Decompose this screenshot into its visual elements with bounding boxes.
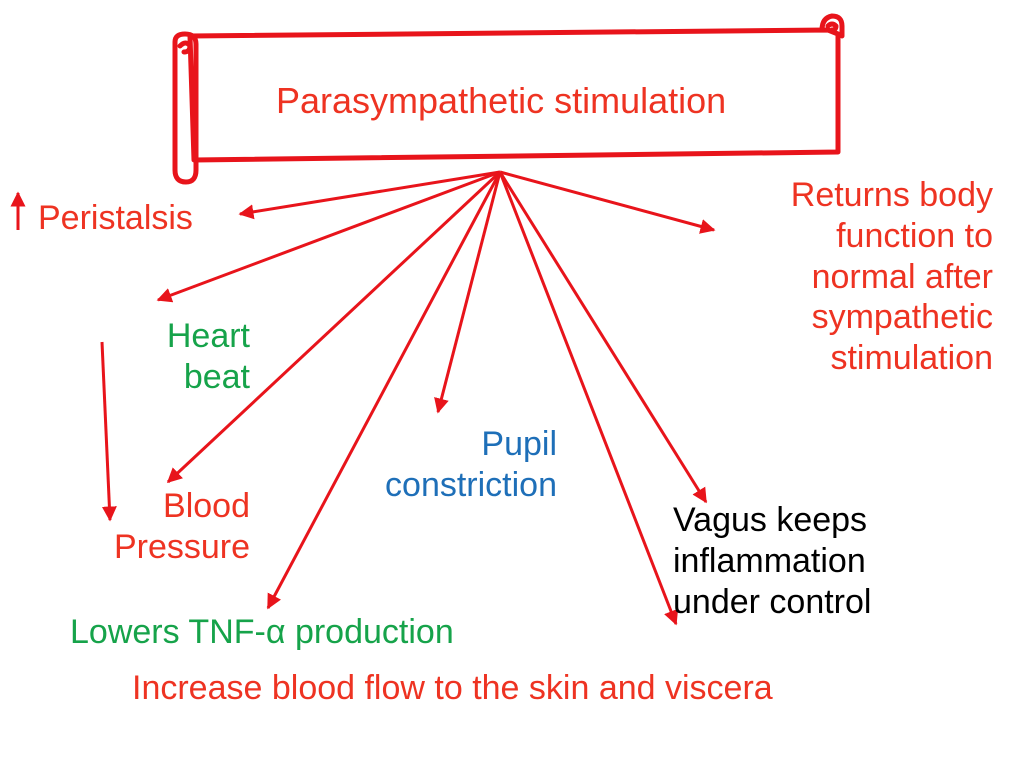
diagram-title: Parasympathetic stimulation [276, 80, 727, 121]
label-line: beat [183, 357, 250, 396]
arrow-to-heart-beat [156, 170, 501, 303]
arrow-to-returns [499, 170, 716, 234]
label-returns-body-function: Returns body function to normal after sy… [791, 175, 993, 379]
arrow-to-tnf [266, 171, 502, 610]
scroll-right-curl [819, 13, 845, 39]
label-line: Heart [166, 317, 250, 355]
scroll-body [187, 27, 841, 163]
scroll-left-roll [172, 31, 199, 185]
label-blood-pressure: Blood Pressure [114, 486, 250, 568]
arrow-to-blood-pressure [166, 170, 502, 484]
arrow-to-pupil [434, 171, 502, 414]
label-line: Vagus keeps [673, 501, 868, 539]
label-blood-flow: Increase blood flow to the skin and visc… [132, 669, 773, 707]
label-line: function to [836, 216, 993, 255]
label-tnf: Lowers TNF-α production [70, 613, 454, 651]
label-line: normal after [811, 257, 993, 296]
label-line: inflammation [673, 541, 866, 580]
label-line: sympathetic [811, 298, 993, 337]
label-line: Pressure [113, 527, 250, 566]
arrow-to-vagus [498, 171, 708, 504]
label-peristalsis: Peristalsis [38, 199, 193, 237]
scroll-banner [172, 13, 845, 185]
label-line: constriction [385, 465, 557, 504]
scroll-left-curl [177, 40, 193, 55]
label-line: stimulation [830, 339, 993, 378]
label-line: under control [673, 582, 872, 621]
label-vagus: Vagus keeps inflammation under control [673, 500, 871, 622]
arrow-to-peristalsis [238, 170, 501, 220]
arrow-to-blood-flow [498, 171, 679, 626]
down-arrow-icon [100, 341, 117, 522]
arrows [156, 170, 716, 626]
label-line: Pupil [481, 425, 557, 463]
label-line: Returns body [790, 176, 993, 214]
scroll-right-curl-inner [825, 21, 839, 33]
label-line: Blood [163, 487, 250, 525]
label-pupil-constriction: Pupil constriction [385, 424, 557, 506]
label-heart-beat: Heart beat [167, 316, 250, 398]
